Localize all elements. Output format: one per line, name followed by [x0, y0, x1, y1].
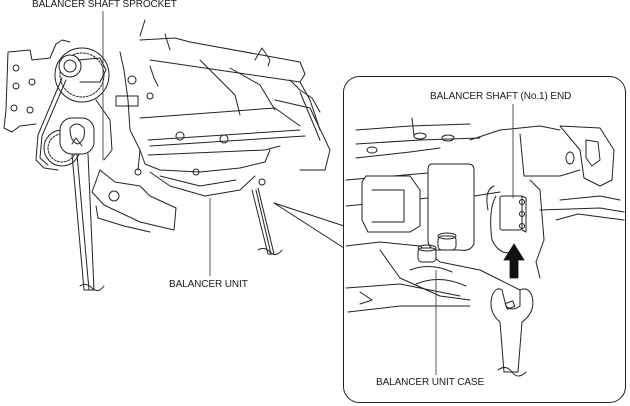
direction-arrow-up-icon — [503, 243, 525, 279]
label-balancer-unit: BALANCER UNIT — [169, 279, 248, 290]
label-balancer-shaft-sprocket: BALANCER SHAFT SPROCKET — [32, 0, 177, 10]
label-balancer-unit-case: BALANCER UNIT CASE — [376, 377, 485, 388]
detail-inset-frame — [343, 76, 626, 403]
inset-pointer — [273, 202, 345, 249]
inset-drawing — [345, 117, 625, 377]
label-balancer-shaft-no1-end: BALANCER SHAFT (No.1) END — [430, 91, 572, 102]
engine-block-outline — [3, 19, 331, 292]
